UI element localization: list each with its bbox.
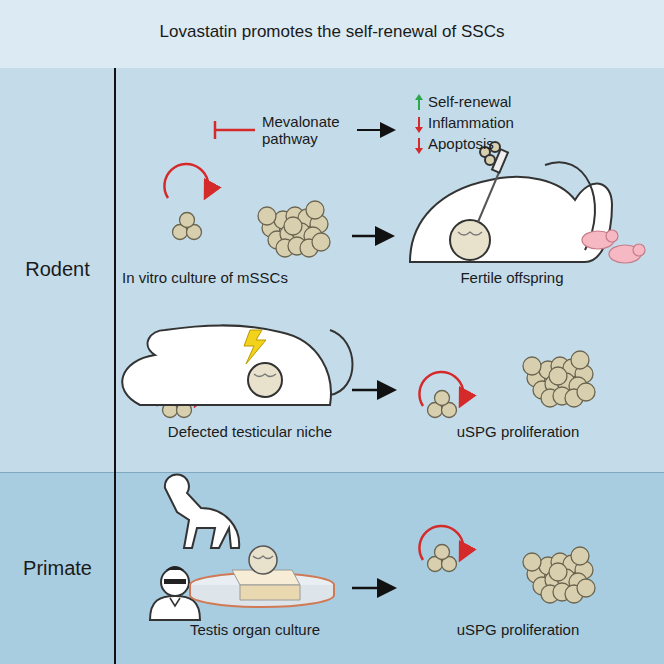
text-label: Apoptosis [428, 135, 494, 152]
cell [577, 579, 595, 597]
text-label: uSPG proliferation [457, 423, 580, 440]
cell [258, 207, 276, 225]
region-label: Rodent [0, 258, 115, 281]
cell [435, 545, 450, 560]
mouse-defected [122, 325, 352, 405]
cell [549, 367, 567, 385]
text-label: Mevalonate pathway [262, 113, 352, 148]
text-label: Testis organ culture [190, 621, 320, 638]
text-label: Inflammation [428, 114, 514, 131]
text-label: uSPG proliferation [457, 621, 580, 638]
text-label: In vitro culture of mSSCs [122, 269, 288, 286]
primate-icons [150, 475, 334, 620]
cell [180, 213, 195, 228]
text-label: Self-renewal [428, 93, 511, 110]
text-label: Defected testicular niche [168, 423, 332, 440]
mouse-injection [410, 142, 645, 263]
region-label: Primate [0, 557, 115, 580]
cell [435, 391, 450, 406]
cell [306, 201, 324, 219]
cell [549, 563, 567, 581]
mevalonate-icons [215, 94, 423, 154]
cell [284, 217, 302, 235]
flow-arrows [352, 236, 392, 588]
cell [577, 383, 595, 401]
cell [312, 233, 330, 251]
cell [523, 553, 541, 571]
cell [571, 547, 589, 565]
cell [571, 351, 589, 369]
cell [523, 357, 541, 375]
title: Lovastatin promotes the self-renewal of … [0, 22, 664, 42]
divider-line [114, 68, 116, 664]
text-label: Fertile offspring [460, 269, 563, 286]
